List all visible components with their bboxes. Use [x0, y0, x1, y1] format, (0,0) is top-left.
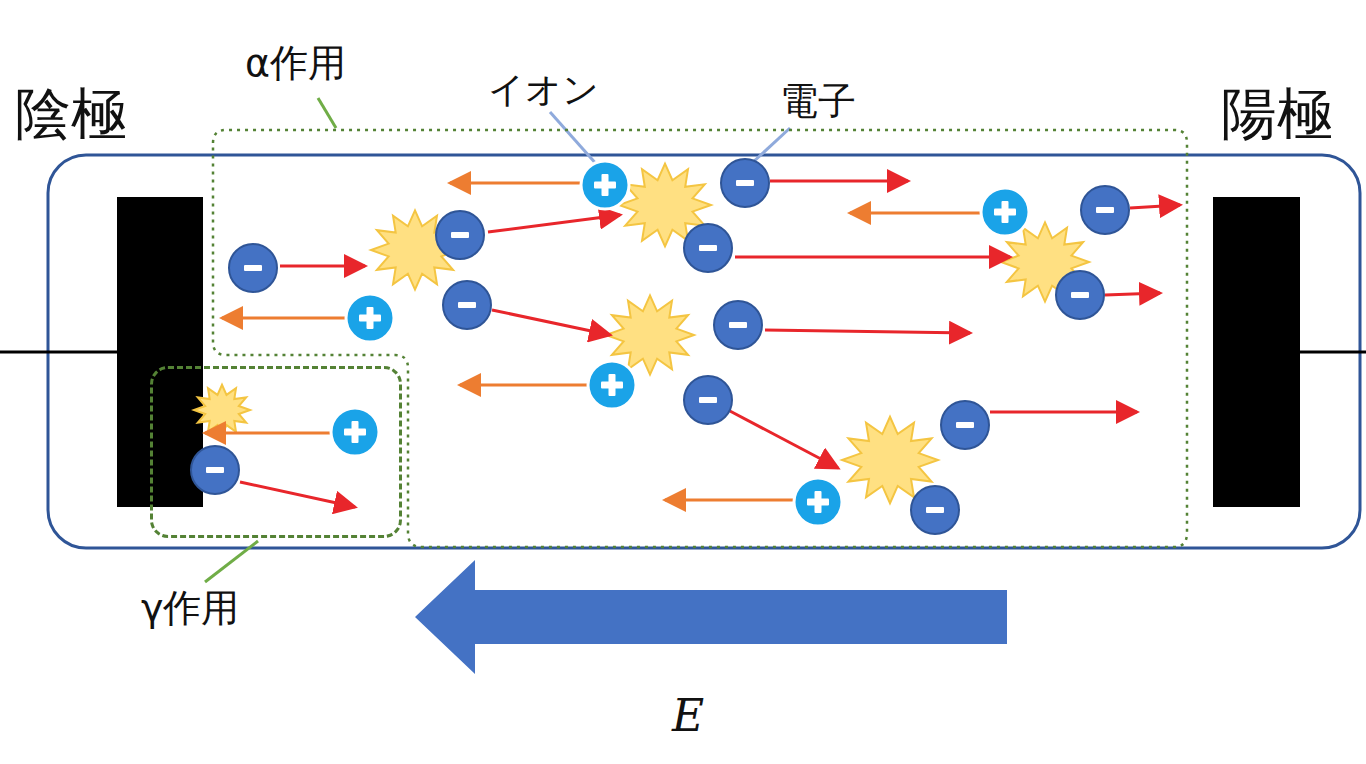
- label-holder: イオン: [488, 66, 599, 115]
- minus-sign: [956, 422, 974, 428]
- leader-line: [550, 112, 598, 166]
- minus-sign: [458, 302, 476, 308]
- plus-sign: [815, 491, 822, 513]
- ion: [794, 478, 842, 526]
- plus-sign: [602, 174, 609, 196]
- anode-wire: [1300, 351, 1366, 354]
- ion: [346, 294, 394, 342]
- alpha-outline-path: [213, 130, 1187, 547]
- ion: [581, 161, 629, 209]
- minus-sign: [206, 467, 224, 473]
- ion-path: [850, 212, 980, 215]
- electron-path: [728, 410, 838, 468]
- leader-line: [318, 98, 336, 128]
- electron-path: [488, 215, 620, 232]
- electron: [443, 281, 491, 329]
- minus-sign: [244, 265, 262, 271]
- label-holder: E: [672, 690, 704, 741]
- region-label: 陰極: [15, 77, 127, 153]
- label-holder: 電子: [780, 76, 856, 127]
- electron: [721, 159, 769, 207]
- electron-path: [735, 256, 1010, 259]
- ion: [331, 408, 379, 456]
- electron: [229, 244, 277, 292]
- tube-outline: [48, 155, 1360, 548]
- cathode-electrode: 陰極: [117, 197, 203, 507]
- ion: [588, 361, 636, 409]
- minus-sign: [451, 232, 469, 238]
- minus-sign: [699, 245, 717, 251]
- ion-path: [665, 499, 793, 502]
- part-label: 電子: [780, 76, 856, 127]
- electron-path: [1130, 205, 1180, 208]
- region-label: α作用: [245, 38, 346, 89]
- minus-sign: [1096, 207, 1114, 213]
- minus-sign: [926, 507, 944, 513]
- cathode-wire: [0, 351, 117, 354]
- ion-path: [205, 432, 330, 435]
- minus-sign: [736, 180, 754, 186]
- plus-sign: [352, 421, 359, 443]
- part-label: イオン: [488, 66, 599, 115]
- electron: [1056, 271, 1104, 319]
- electron: [714, 301, 762, 349]
- electron: [684, 376, 732, 424]
- region-label: 陽極: [1221, 77, 1333, 153]
- electron: [1081, 186, 1129, 234]
- ion-path: [450, 182, 580, 185]
- electron-path: [1105, 293, 1160, 295]
- minus-sign: [699, 397, 717, 403]
- ion-path: [460, 384, 590, 387]
- region-label: γ作用: [141, 583, 240, 634]
- ion: [981, 188, 1029, 236]
- electron-path: [990, 411, 1137, 414]
- electron-path: [280, 265, 365, 268]
- electron-path: [770, 180, 908, 183]
- field-label: E: [672, 690, 704, 741]
- plus-sign: [1002, 201, 1009, 223]
- leader-line: [205, 541, 258, 582]
- minus-sign: [1071, 292, 1089, 298]
- plus-sign: [609, 374, 616, 396]
- electron-path: [765, 330, 970, 333]
- electron: [911, 486, 959, 534]
- electron-path: [240, 482, 355, 507]
- anode-electrode: 陽極: [1213, 197, 1300, 507]
- field-arrow: [415, 560, 1007, 674]
- electron: [941, 401, 989, 449]
- minus-sign: [729, 322, 747, 328]
- electron: [436, 211, 484, 259]
- electron: [684, 224, 732, 272]
- electron-path: [492, 310, 610, 335]
- electron: [191, 446, 239, 494]
- ion-path: [222, 317, 345, 320]
- plus-sign: [367, 307, 374, 329]
